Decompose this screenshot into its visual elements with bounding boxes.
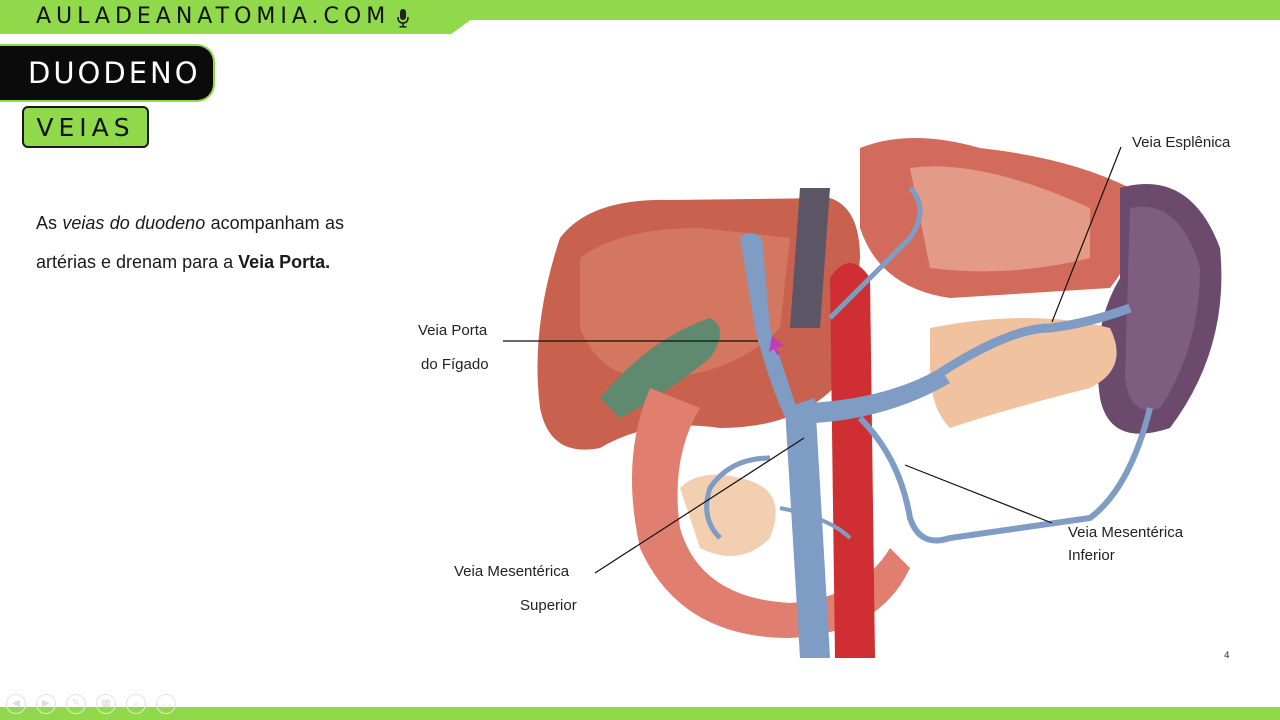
label-veia-mesenterica-inferior-line1: Veia Mesentérica (1068, 524, 1184, 541)
desc-text-2: acompanham as artérias e drenam para a (36, 213, 345, 272)
more-icon[interactable]: … (156, 694, 176, 714)
label-veia-mesenterica-superior-line2: Superior (520, 597, 577, 614)
next-icon[interactable]: ▶ (36, 694, 56, 714)
slideshow-controls: ◀ ▶ ✎ ▦ ⌕ … (6, 694, 176, 714)
site-name: AULADEANATOMIA.COM (36, 4, 391, 29)
duodenum-veins-illustration (537, 138, 1222, 658)
top-banner: AULADEANATOMIA.COM (0, 0, 1280, 34)
slides-icon[interactable]: ▦ (96, 694, 116, 714)
slide-description: As veias do duodeno acompanham as artéri… (36, 204, 344, 282)
label-veia-mesenterica-inferior-line2: Inferior (1068, 547, 1115, 564)
desc-bold: Veia Porta (238, 252, 326, 272)
microphone-icon (397, 9, 409, 28)
label-veia-porta-line1: Veia Porta (418, 322, 488, 339)
desc-text-1: As (36, 213, 63, 233)
bottom-banner (0, 707, 1280, 720)
slide-title-badge: DUODENO (0, 44, 215, 102)
prev-icon[interactable]: ◀ (6, 694, 26, 714)
slide-subtitle-badge: VEIAS (22, 106, 149, 148)
top-banner-tab (0, 0, 470, 34)
page-mark: 4 (1224, 651, 1230, 661)
label-veia-mesenterica-superior-line1: Veia Mesentérica (454, 563, 570, 580)
label-veia-esplenica: Veia Esplênica (1132, 134, 1231, 151)
desc-text-3: . (325, 252, 331, 272)
zoom-icon[interactable]: ⌕ (126, 694, 146, 714)
label-veia-porta-line2: do Fígado (421, 356, 489, 373)
desc-italic: veias do duodeno (62, 213, 206, 233)
pen-icon[interactable]: ✎ (66, 694, 86, 714)
slide-title: DUODENO (28, 56, 201, 90)
slide-subtitle: VEIAS (36, 113, 135, 142)
